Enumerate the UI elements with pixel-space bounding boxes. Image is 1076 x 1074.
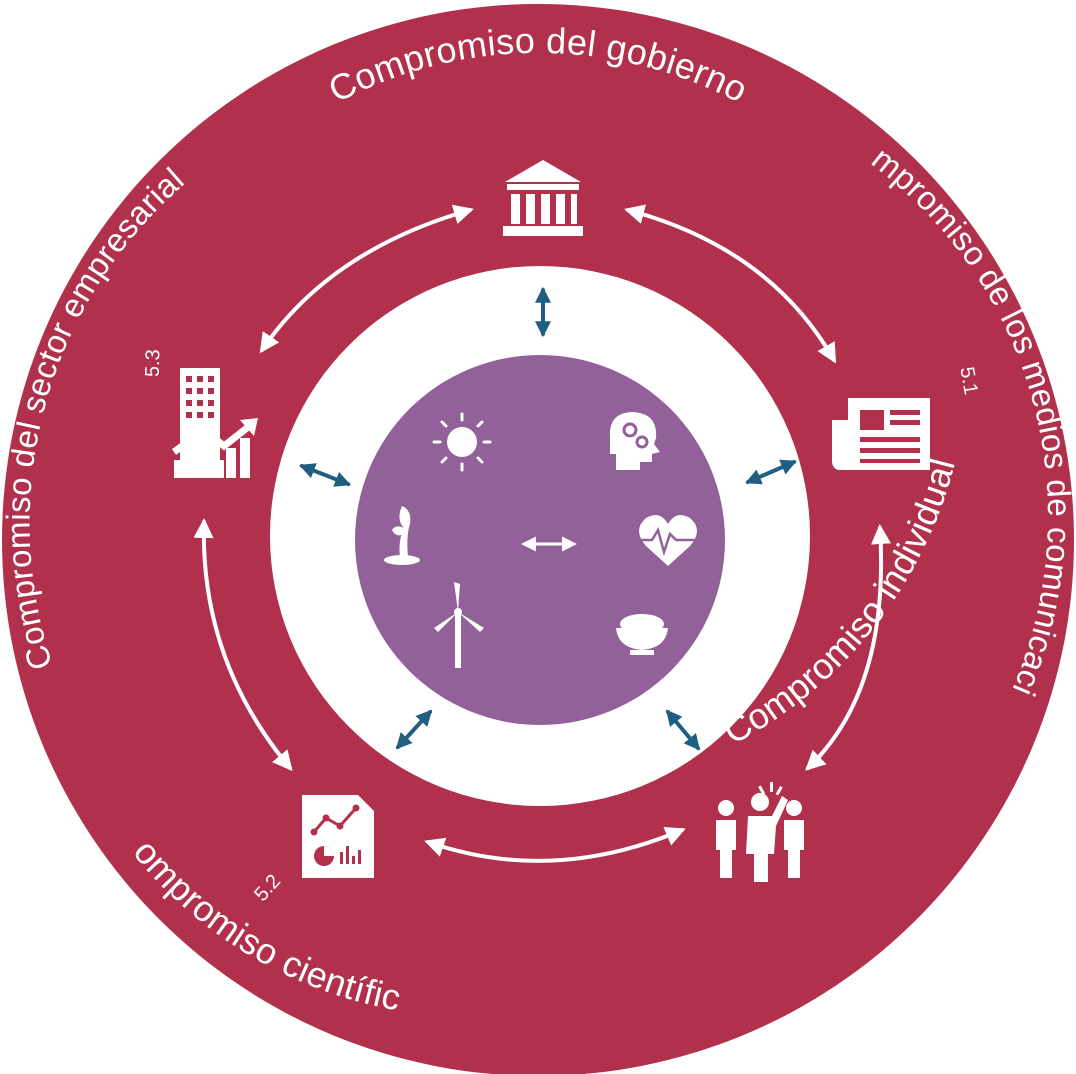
- inner-arrow-bottom-right: [665, 709, 701, 751]
- ring-arrow-individual-cientifico: [424, 827, 686, 863]
- ring-arrow-cientifico-empresarial: [193, 518, 293, 772]
- mind-gears-icon: [609, 412, 660, 470]
- plant-sprout-icon: [384, 506, 420, 565]
- ring-arrow-gobierno-medios: [624, 204, 836, 364]
- section-number-empresarial: 5.3: [142, 349, 165, 378]
- sun-icon: [432, 412, 492, 472]
- inner-arrow-left: [299, 463, 351, 487]
- government-building-icon: [503, 160, 583, 236]
- research-report-icon: [302, 795, 374, 878]
- ring-arrow-gobierno-empresarial: [259, 204, 474, 354]
- food-bowl-icon: [616, 614, 668, 655]
- people-group-icon: [716, 782, 804, 882]
- newspaper-icon: [832, 398, 930, 470]
- business-growth-icon: [171, 368, 258, 478]
- wind-turbine-icon: [434, 582, 484, 668]
- inner-arrow-bottom-left: [395, 709, 433, 750]
- heartbeat-icon: [639, 515, 700, 566]
- ring-arrow-medios-individual: [805, 524, 891, 771]
- inner-arrow-right: [745, 459, 797, 485]
- section-number-medios: 5.1: [955, 365, 981, 396]
